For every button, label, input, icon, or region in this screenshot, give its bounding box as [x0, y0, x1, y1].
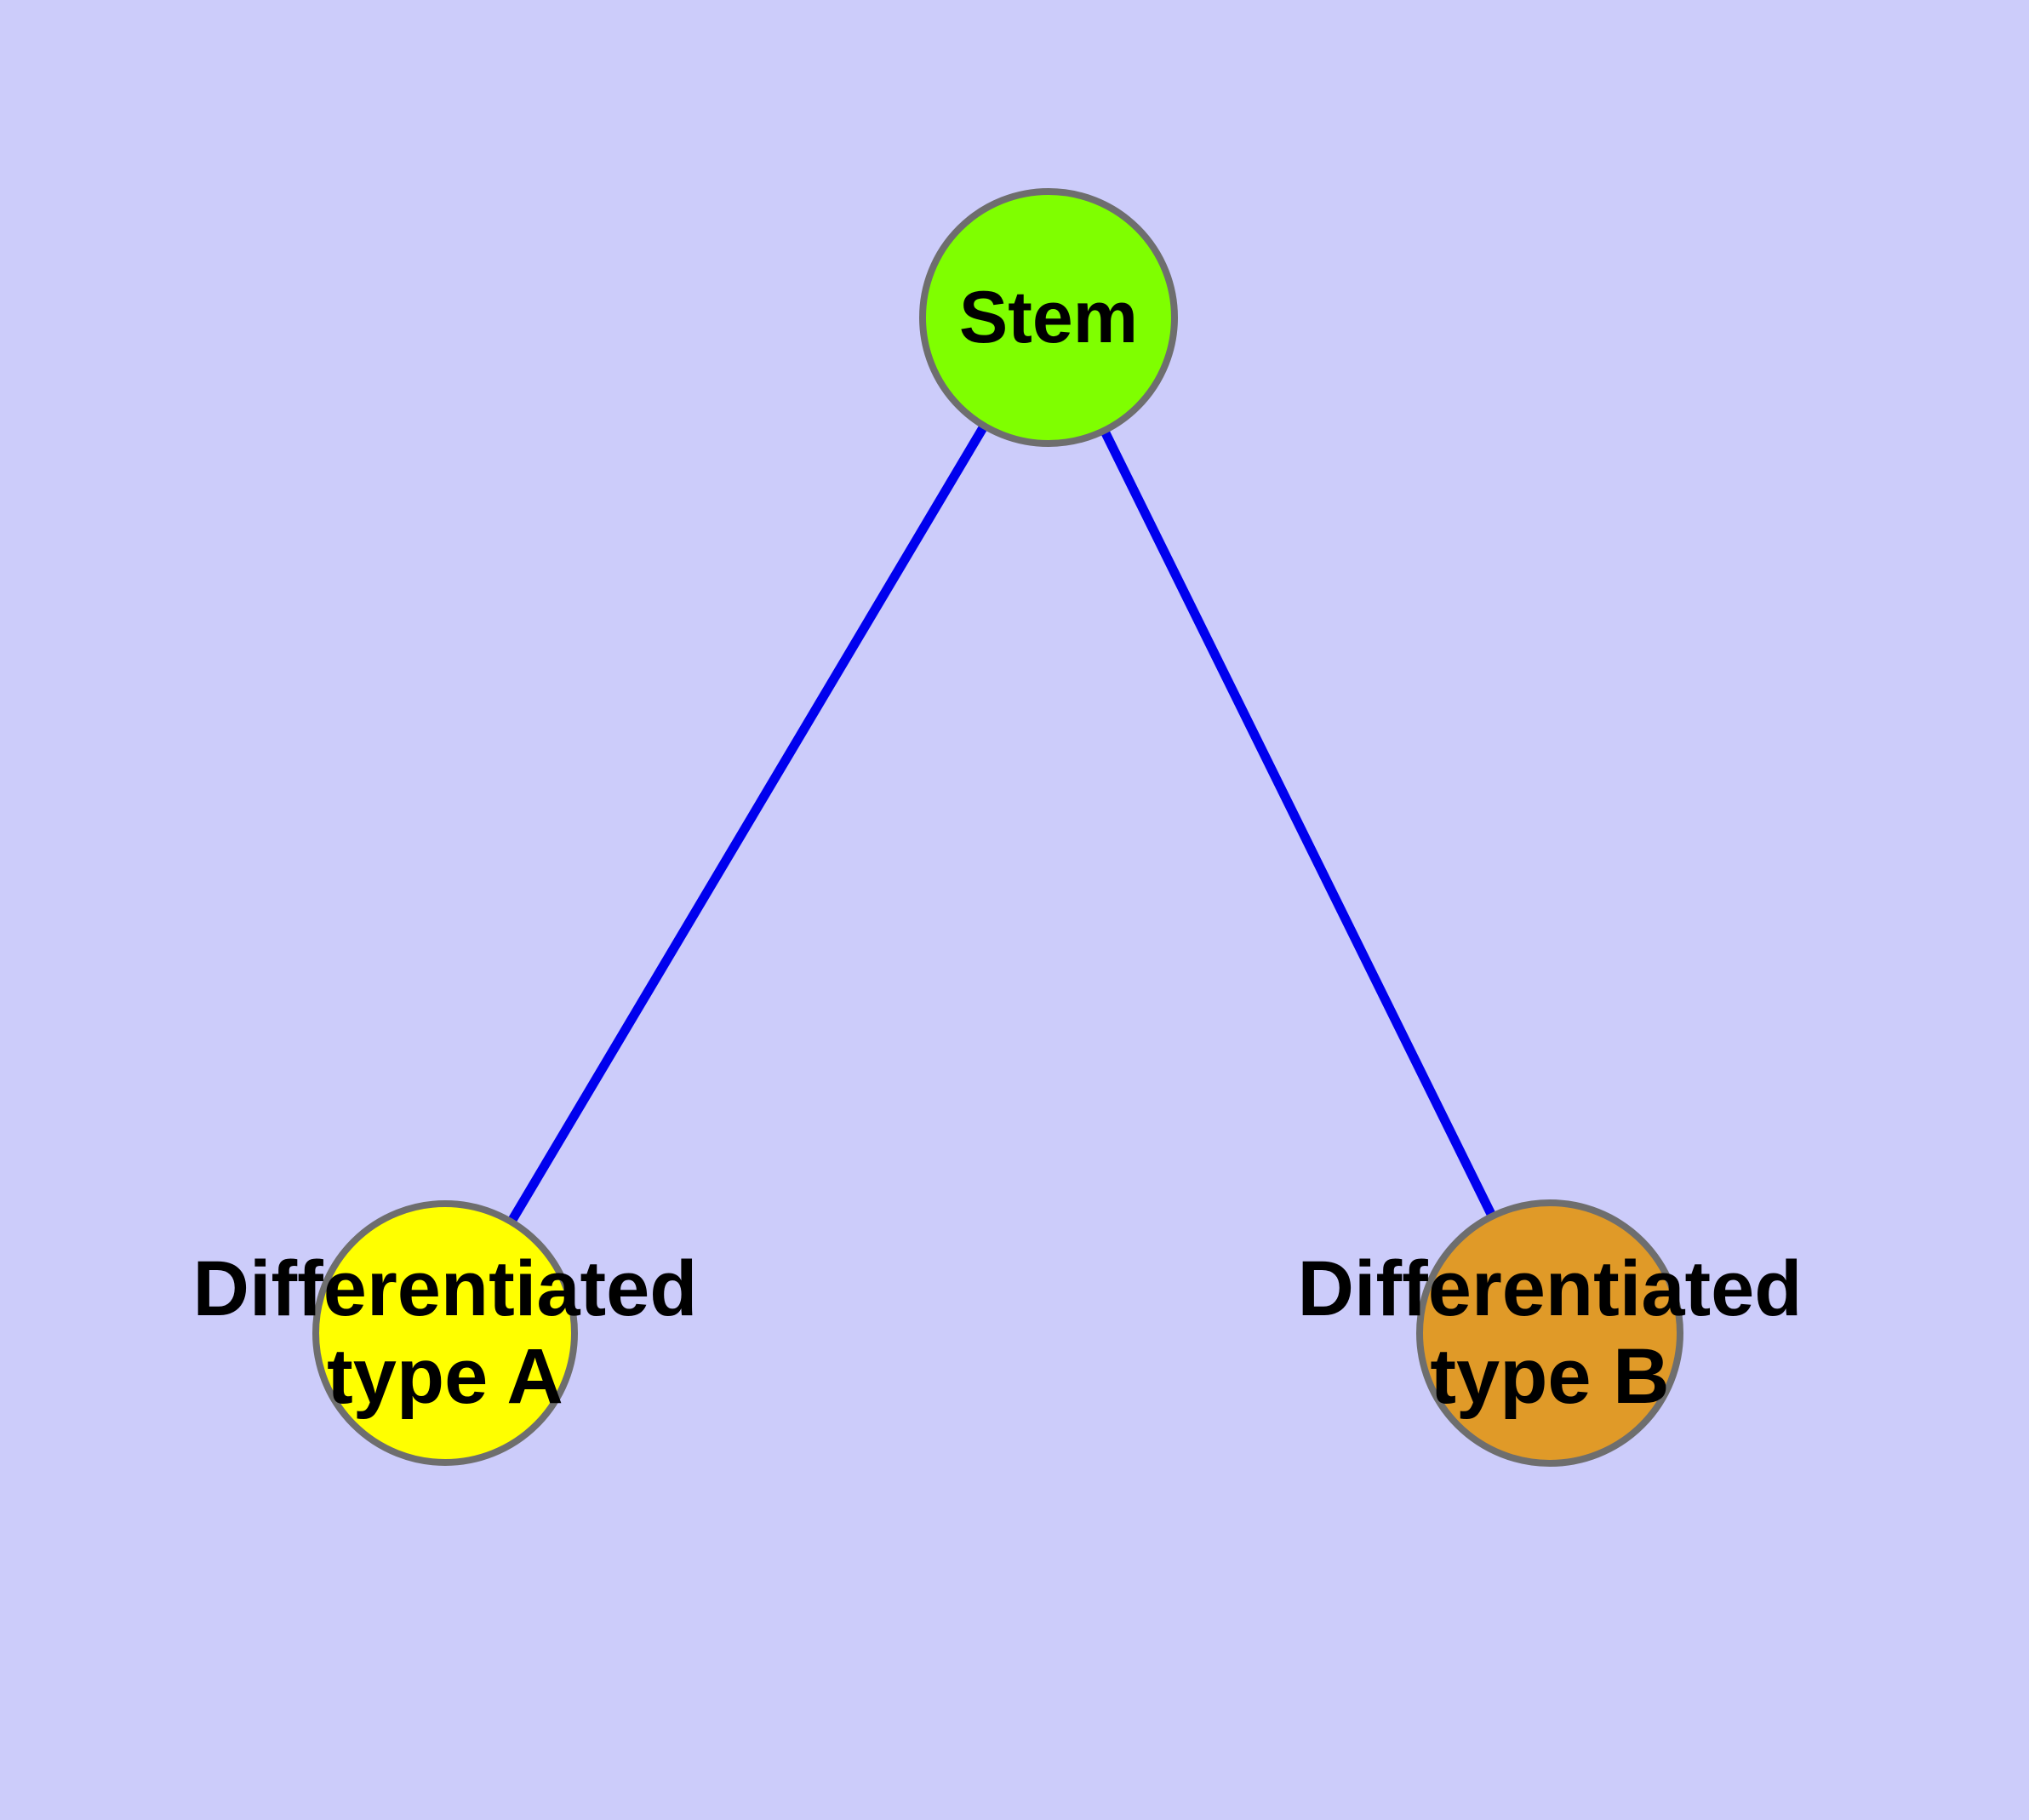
edge-stem-to-diff-b[interactable]	[1100, 428, 1497, 1219]
node-layer	[312, 188, 1683, 1467]
node-diff-a[interactable]	[312, 1200, 578, 1466]
node-diff-b[interactable]	[1416, 1199, 1683, 1467]
edge-layer	[506, 423, 1497, 1225]
node-stem[interactable]	[919, 188, 1178, 447]
edge-stem-to-diff-a[interactable]	[506, 423, 989, 1225]
